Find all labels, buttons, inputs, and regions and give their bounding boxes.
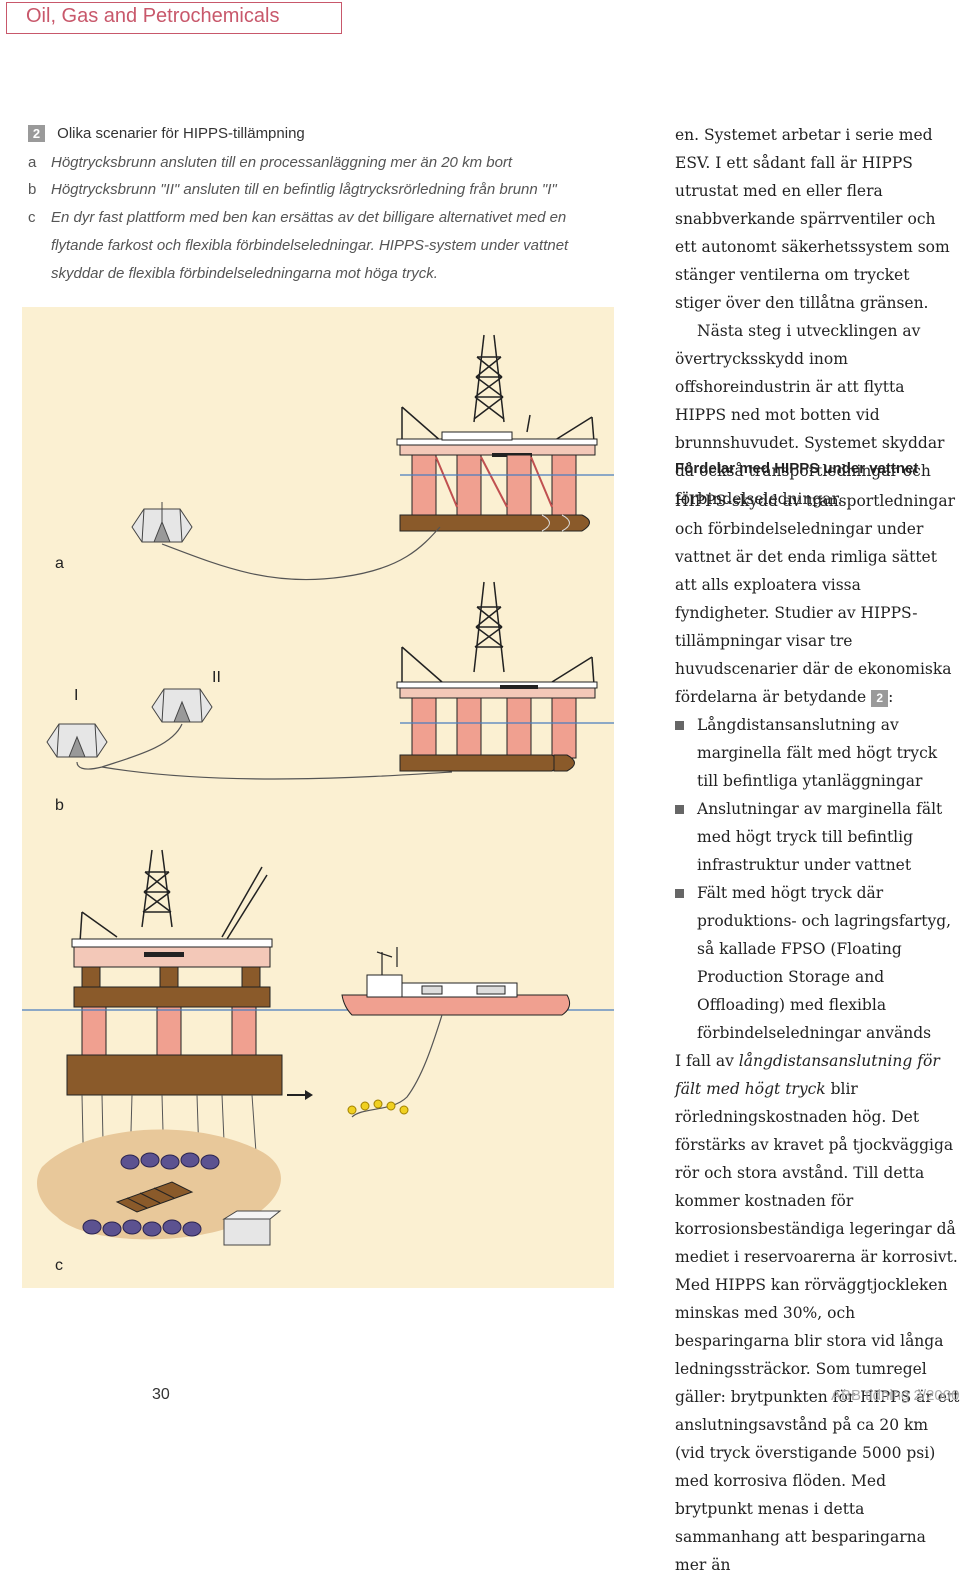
section-title: Oil, Gas and Petrochemicals bbox=[26, 5, 280, 27]
subsea-module-box bbox=[222, 1210, 282, 1246]
semisub-platform-b bbox=[396, 581, 598, 772]
pipeline-b bbox=[101, 766, 453, 780]
publication-name: ABB tidning 2/2000 bbox=[831, 1387, 960, 1404]
scenario-label-c: c bbox=[55, 1257, 63, 1274]
illustration-panel: a b c I II bbox=[22, 307, 614, 1288]
paragraph-3-colon: : bbox=[888, 688, 894, 706]
paragraph-3-text: HIPPS-skydd av transportledningar och fö… bbox=[675, 492, 955, 706]
caption-text-a: Högtrycksbrunn ansluten till en processa… bbox=[51, 154, 513, 171]
bullet-text-2: Anslutningar av marginella fält med högt… bbox=[697, 800, 943, 874]
arrow-icon bbox=[287, 1090, 313, 1100]
figure-caption-heading: 2 Olika scenarier för HIPPS-tillämpning bbox=[28, 125, 305, 142]
offshore-scenarios-illustration bbox=[22, 334, 614, 1246]
body-column-bottom: HIPPS-skydd av transportledningar och fö… bbox=[675, 487, 960, 1579]
caption-text-c-line3: skyddar de flexibla förbindelseledningar… bbox=[51, 265, 438, 282]
subheading-benefits: Fördelar med HIPPS under vattnet bbox=[675, 460, 919, 477]
fixed-platform-c bbox=[66, 849, 283, 1188]
page-number: 30 bbox=[152, 1386, 170, 1403]
well-label-1: I bbox=[74, 687, 79, 704]
paragraph-1: en. Systemet arbetar i serie med ESV. I … bbox=[675, 126, 950, 312]
scenario-label-a: a bbox=[55, 555, 64, 572]
subsea-template-a bbox=[131, 502, 193, 543]
figure-number-badge: 2 bbox=[28, 125, 45, 142]
subsea-wellheads-cluster-1 bbox=[120, 1152, 220, 1170]
subsea-template-well-1 bbox=[46, 723, 108, 758]
paragraph-3: HIPPS-skydd av transportledningar och fö… bbox=[675, 487, 960, 711]
semisub-platform-a bbox=[396, 334, 598, 532]
paragraph-4-rest: blir rörledningskostnaden hög. Det först… bbox=[675, 1080, 960, 1574]
figure-ref-badge: 2 bbox=[871, 689, 889, 707]
body-column-top: en. Systemet arbetar i serie med ESV. I … bbox=[675, 121, 958, 513]
bullet-item: Fält med högt tryck där produktions- och… bbox=[675, 879, 960, 1047]
bullet-text-3: Fält med högt tryck där produktions- och… bbox=[697, 884, 952, 1042]
manifold-grid bbox=[115, 1181, 194, 1213]
caption-letter-c: c bbox=[28, 209, 36, 226]
bullet-item: Långdistansanslutning av marginella fält… bbox=[675, 711, 960, 795]
caption-text-c-line1: En dyr fast plattform med ben kan ersätt… bbox=[51, 209, 567, 226]
pipeline-a bbox=[161, 526, 441, 581]
riser-buoys bbox=[347, 1099, 409, 1115]
seabed-mound bbox=[37, 1129, 281, 1240]
figure-title: Olika scenarier för HIPPS-tillämpning bbox=[57, 125, 305, 142]
caption-text-b: Högtrycksbrunn "II" ansluten till en bef… bbox=[51, 181, 557, 198]
bullet-text-1: Långdistansanslutning av marginella fält… bbox=[697, 716, 938, 790]
bullet-square-icon bbox=[675, 889, 684, 898]
section-header-box bbox=[6, 2, 342, 34]
paragraph-4-lead: I fall av bbox=[675, 1052, 739, 1070]
paragraph-4: I fall av långdistansanslutning för fält… bbox=[675, 1047, 960, 1579]
caption-text-c-line2: flytande farkost och flexibla förbindels… bbox=[51, 237, 569, 254]
bullet-square-icon bbox=[675, 721, 684, 730]
fpso-vessel bbox=[341, 947, 571, 1016]
bullet-square-icon bbox=[675, 805, 684, 814]
subsea-wellheads-cluster-2 bbox=[82, 1219, 202, 1237]
paragraph-4-emphasis: långdistansanslutning för fält med högt … bbox=[675, 1052, 940, 1098]
bullet-item: Anslutningar av marginella fält med högt… bbox=[675, 795, 960, 879]
caption-letter-a: a bbox=[28, 154, 37, 171]
subsea-template-well-2 bbox=[151, 688, 213, 723]
paragraph-2: Nästa steg i utvecklingen av övertryckss… bbox=[675, 322, 945, 508]
well-label-2: II bbox=[212, 669, 221, 686]
caption-letter-b: b bbox=[28, 181, 37, 198]
scenario-label-b: b bbox=[55, 797, 64, 814]
flexible-riser bbox=[351, 1014, 443, 1118]
